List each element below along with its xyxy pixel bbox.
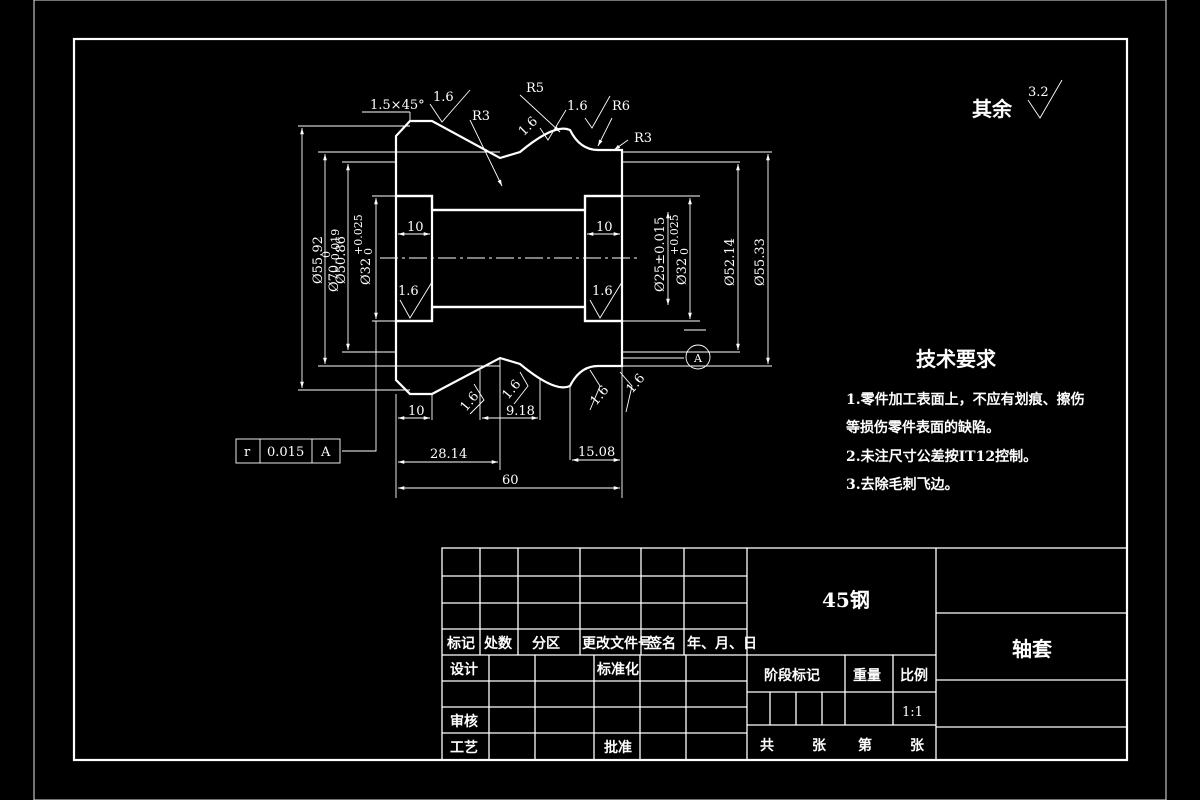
tol-symbol: r (244, 445, 251, 460)
radius-r3-left: R3 (472, 109, 490, 124)
design-label: 设计 (450, 661, 478, 678)
datum-a-label: A (693, 352, 703, 365)
dimension-lines (300, 94, 770, 490)
roughness-inner-left: 1.6 (398, 284, 419, 299)
radius-r6: R6 (612, 99, 630, 114)
dia-25-label: Ø25±0.015 (653, 217, 668, 292)
dia-32-left-upper: +0.025 (352, 214, 365, 255)
requirement-line-2: 等损伤零件表面的缺陷。 (846, 419, 1000, 436)
process-label: 工艺 (450, 739, 478, 756)
roughness-top-mid: 1.6 (516, 114, 541, 139)
weight-label: 重量 (853, 667, 881, 684)
dia-32-left-label: Ø32 (359, 258, 374, 285)
tol-datum: A (320, 445, 331, 460)
sheet-outer-border (33, 0, 1167, 800)
counterbore-right (583, 194, 624, 323)
standardize-label: 标准化 (596, 661, 639, 678)
sheet-unit-label: 张 (812, 738, 827, 754)
technical-requirements: 技术要求 1.零件加工表面上，不应有划痕、擦伤 等损伤零件表面的缺陷。 2.未注… (846, 347, 1085, 493)
bottom-dim-2814: 28.14 (430, 447, 467, 462)
counterbore-right-dim: 10 (596, 220, 613, 235)
bottom-dim-1508: 15.08 (578, 445, 615, 460)
part-section-view (380, 119, 640, 396)
roughness-bottom-4: 1.6 (624, 371, 649, 396)
sheet-unit2-label: 张 (910, 738, 925, 754)
header-mark: 标记 (446, 635, 475, 652)
remaining-roughness-value: 3.2 (1028, 85, 1049, 100)
approve-label: 批准 (604, 739, 632, 756)
requirements-title: 技术要求 (916, 347, 997, 371)
dia-70-upper: 0 (320, 251, 333, 258)
dia-32-right-upper: +0.025 (668, 214, 681, 255)
counterbore-left (394, 194, 434, 323)
dia-5533-label: Ø55.33 (753, 238, 768, 286)
requirement-line-3: 2.未注尺寸公差按IT12控制。 (846, 448, 1037, 465)
remaining-roughness-label: 其余 (972, 97, 1013, 121)
dia-32-right-label: Ø32 (675, 258, 690, 285)
check-label: 审核 (450, 713, 478, 730)
stage-mark-label: 阶段标记 (764, 667, 820, 684)
roughness-top-right: 1.6 (567, 99, 588, 114)
title-block-texts: 45钢 轴套 标记 处数 分区 更改文件号 签名 年、月、日 设计 标准化 审核… (446, 588, 1052, 756)
dia-70-label: Ø70 (327, 265, 342, 292)
roughness-symbols (399, 79, 1063, 415)
requirement-line-4: 3.去除毛刺飞边。 (846, 476, 959, 493)
dia-70-lower: -0.019 (329, 229, 342, 264)
dia-32-right-lower: 0 (678, 248, 691, 255)
material-label: 45钢 (822, 588, 870, 612)
bottom-dim-10: 10 (408, 404, 425, 419)
dia-32-left-lower: 0 (362, 248, 375, 255)
bottom-dim-60: 60 (502, 473, 519, 488)
bottom-dim-918: 9.18 (506, 404, 535, 419)
requirement-line-1: 1.零件加工表面上，不应有划痕、擦伤 (846, 391, 1085, 408)
extension-lines (298, 125, 772, 498)
counterbore-left-dim: 10 (407, 220, 424, 235)
part-name-label: 轴套 (1012, 637, 1052, 661)
roughness-inner-right: 1.6 (592, 284, 613, 299)
lower-body-section (394, 305, 624, 396)
scale-value: 1:1 (902, 705, 923, 720)
roughness-top-left: 1.6 (433, 90, 454, 105)
title-block (441, 547, 1128, 761)
chamfer-label: 1.5×45° (370, 98, 425, 113)
header-signature: 签名 (647, 635, 676, 652)
roughness-bottom-3: 1.6 (588, 383, 613, 408)
sheet-no-label: 第 (858, 737, 872, 754)
dimension-texts: 1.5×45° 1.6 R5 R3 1.6 1.6 R6 R3 10 10 1.… (311, 81, 768, 488)
tol-value: 0.015 (267, 445, 304, 460)
sheet-total-label: 共 (760, 737, 774, 754)
radius-r5: R5 (526, 81, 544, 96)
dia-5086-label: Ø50.86 (334, 236, 349, 284)
radius-r3-right: R3 (634, 131, 652, 146)
roughness-bottom-2: 1.6 (500, 377, 525, 402)
dia-5214-label: Ø52.14 (723, 238, 738, 286)
tolerance-frame: r 0.015 A (235, 438, 341, 464)
header-zone: 分区 (532, 636, 560, 652)
roughness-bottom-1: 1.6 (458, 389, 483, 414)
header-change-doc: 更改文件号 (582, 635, 652, 652)
dia-5592-label: Ø55.92 (311, 236, 326, 284)
header-date: 年、月、日 (687, 635, 757, 652)
datum-a-circle (685, 344, 711, 370)
header-count: 处数 (483, 635, 513, 652)
scale-label: 比例 (900, 667, 928, 684)
